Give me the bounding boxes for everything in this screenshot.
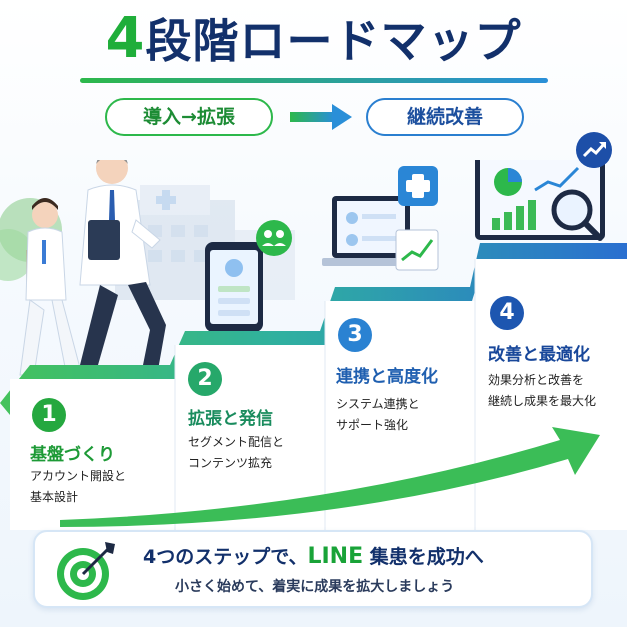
trend-arrow-icon (576, 132, 612, 168)
step-2-title: 拡張と発信 (188, 409, 273, 429)
target-icon (57, 542, 115, 600)
phase-pill-improve: 継続改善 (366, 98, 524, 136)
step-2-desc-2: コンテンツ拡充 (188, 456, 273, 470)
title-underline (80, 78, 548, 83)
arrow-right-icon (290, 104, 352, 130)
step-3-badge: 3 (338, 318, 372, 352)
title-number: 4 (105, 6, 146, 71)
page-title: 4段階ロードマップ (0, 6, 627, 74)
step-4-desc-2: 継続し成果を最大化 (488, 394, 597, 408)
banner-post: 集患を成功へ (369, 546, 484, 568)
banner-highlight: LINE (307, 544, 364, 569)
step-1-desc-2: 基本設計 (30, 490, 79, 504)
people-icon (256, 220, 292, 256)
banner-subtext: 小さく始めて、着実に成果を拡大しましょう (175, 579, 455, 595)
step-1-desc-1: アカウント開設と (30, 469, 127, 483)
step-3-title: 連携と高度化 (336, 367, 438, 387)
background-scene (0, 160, 609, 376)
doctor-icon (79, 160, 166, 370)
step-2-desc-1: セグメント配信と (188, 435, 285, 449)
banner-headline: 4つのステップで、LINE 集患を成功へ (143, 542, 484, 569)
medical-icon (398, 166, 438, 206)
magnifier-icon (551, 189, 603, 241)
smartphone-icon (205, 242, 263, 332)
summary-banner: 4つのステップで、LINE 集患を成功へ 小さく始めて、着実に成果を拡大しましょ… (33, 530, 593, 608)
step-1-title: 基盤づくり (30, 445, 115, 465)
step-4-badge: 4 (490, 296, 524, 330)
step-3-desc-1: システム連携と (336, 397, 420, 411)
step-4-title: 改善と最適化 (488, 345, 590, 365)
step-4-desc-1: 効果分析と改善を (488, 373, 585, 387)
step-3-desc-2: サポート強化 (336, 418, 409, 432)
step-2-badge: 2 (188, 362, 222, 396)
nurse-icon (19, 198, 81, 376)
banner-pre: 4つのステップで、 (143, 546, 308, 568)
laptop-icon (322, 196, 439, 271)
step-1-badge: 1 (32, 398, 66, 432)
title-text: 段階ロードマップ (145, 14, 522, 68)
staircase (0, 243, 627, 530)
phase-pill-intro: 導入→拡張 (105, 98, 273, 136)
